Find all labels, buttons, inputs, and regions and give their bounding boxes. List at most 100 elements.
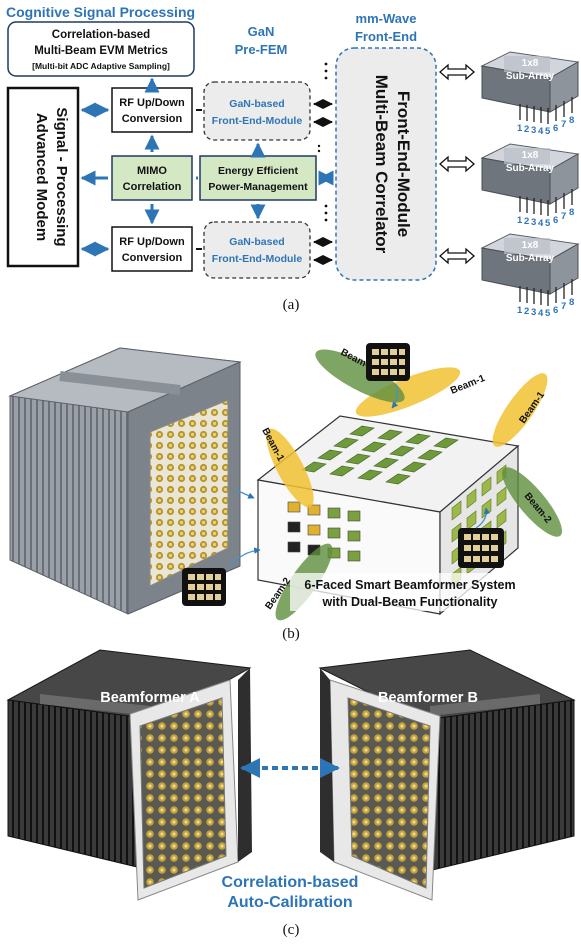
- sub-array-2-num-5: 5: [545, 218, 551, 229]
- sub-array-3-num-7: 7: [561, 301, 566, 312]
- panel-b: Beam-1 Beam-1 Beam-1 Beam-2 Beam-2 Beam-…: [8, 343, 562, 642]
- chip-module-icon-left: [182, 568, 226, 606]
- evm-metrics-box: [7, 21, 195, 77]
- front-face-chips: [287, 501, 361, 562]
- heatsink-block: [8, 347, 242, 615]
- caption-line1: 6-Faced Smart Beamformer System: [304, 578, 515, 592]
- hollow-arrow-2: [439, 155, 475, 173]
- sub-array-2-size: 1x8: [522, 150, 539, 161]
- mimo-correlation-box: [111, 155, 193, 201]
- sub-array-2-num-8: 8: [569, 207, 574, 218]
- panel-c: Beamformer A Beamformer B Correlation-ba…: [6, 649, 576, 938]
- sub-array-1-num-1: 1: [517, 123, 523, 134]
- gan-fem-bottom-line2: Front-End-Module: [212, 253, 303, 265]
- evm-metrics-line1: Correlation-based: [52, 29, 150, 41]
- sub-array-3-num-6: 6: [553, 305, 558, 316]
- sub-array-2-num-7: 7: [561, 211, 566, 222]
- cognitive-processing-title: Cognitive Signal Processing: [6, 4, 195, 20]
- caption-line2: with Dual-Beam Functionality: [321, 595, 497, 609]
- mimo-correlation-line2: Correlation: [123, 181, 182, 193]
- sub-array-2-num-1: 1: [517, 215, 523, 226]
- ellipsis-dots: [317, 62, 328, 222]
- top-face-chips: [301, 425, 459, 485]
- sub-array-3-num-5: 5: [545, 308, 551, 319]
- chip-module-icons: [182, 343, 504, 606]
- hollow-arrows: [439, 63, 475, 265]
- advanced-modem-line2: Signal - Processing: [53, 107, 70, 246]
- advanced-modem-box: [6, 86, 80, 268]
- mimo-correlation-line1: MIMO: [137, 165, 167, 177]
- heatsink-antenna-array: [149, 399, 229, 587]
- rf-conversion-bottom-box: [111, 226, 193, 272]
- correlator-line2: Front-End-Module: [394, 91, 413, 237]
- sub-array-1: 1x8 Sub-Array 1 2 3 4 5 6 7 8: [480, 51, 580, 137]
- sub-array-1-num-5: 5: [545, 126, 551, 137]
- correlator-line1: Multi-Beam Correlator: [372, 75, 391, 254]
- power-management-line1: Energy Efficient: [218, 165, 298, 177]
- beamformer-a-label: Beamformer A: [100, 690, 200, 706]
- sub-array-3-num-1: 1: [517, 305, 523, 316]
- advanced-modem-line1: Advanced Modem: [33, 113, 50, 241]
- sub-array-2-num-3: 3: [531, 217, 536, 228]
- sub-array-3-num-4: 4: [538, 308, 544, 319]
- evm-metrics-line2: Multi-Beam EVM Metrics: [34, 45, 168, 57]
- rf-conversion-bottom-line2: Conversion: [122, 252, 183, 264]
- power-management-line2: Power-Management: [208, 181, 308, 193]
- sub-array-2: 1x8 Sub-Array 1 2 3 4 5 6 7 8: [480, 143, 580, 229]
- beam-1-top-lobe: [355, 367, 461, 417]
- beamformer-a: Beamformer A: [6, 649, 252, 901]
- chip-module-icon-top: [366, 343, 410, 381]
- evm-metrics-line3: [Multi-bit ADC Adaptive Sampling]: [32, 61, 170, 71]
- gan-fem-top-box: [203, 81, 311, 141]
- sub-array-3-size: 1x8: [522, 240, 539, 251]
- signal-flow-arrows: [80, 77, 334, 257]
- rf-conversion-bottom-line1: RF Up/Down: [119, 236, 185, 248]
- power-management-box: [199, 155, 317, 201]
- rf-conversion-top-line1: RF Up/Down: [119, 97, 185, 109]
- sub-array-1-num-4: 4: [538, 126, 544, 137]
- mmwave-title-line2: Front-End: [355, 29, 417, 44]
- sub-array-1-label: Sub-Array: [506, 71, 555, 82]
- rf-paths: [196, 99, 333, 265]
- beam-1-left-lobe: [266, 428, 314, 508]
- sub-array-2-label: Sub-Array: [506, 163, 555, 174]
- sub-array-2-num-2: 2: [524, 216, 529, 227]
- beam-1-right-lobe: [492, 373, 548, 447]
- sub-array-1-size: 1x8: [522, 58, 539, 69]
- sub-array-1-num-8: 8: [569, 115, 574, 126]
- gan-title-line1: GaN: [248, 24, 275, 39]
- sub-array-1-num-6: 6: [553, 123, 558, 134]
- gan-fem-top-line1: GaN-based: [229, 98, 284, 110]
- calibration-line2: Auto-Calibration: [227, 894, 352, 911]
- hollow-arrow-1: [439, 63, 475, 81]
- sub-array-1-num-2: 2: [524, 124, 529, 135]
- sub-array-3-num-8: 8: [569, 297, 574, 308]
- sub-array-3-num-3: 3: [531, 307, 536, 318]
- sub-array-3-num-2: 2: [524, 306, 529, 317]
- sub-array-1-num-7: 7: [561, 119, 566, 130]
- gan-fem-bottom-box: [203, 221, 311, 279]
- beamformer-b: Beamformer B: [318, 649, 576, 901]
- rf-conversion-top-line2: Conversion: [122, 113, 183, 125]
- beam-2-right-lobe: [502, 467, 562, 537]
- multi-beam-correlator-box: [335, 47, 437, 281]
- mmwave-title-line1: mm-Wave: [356, 11, 417, 26]
- beam-2-top-lobe: [315, 349, 405, 403]
- beamformer-b-label: Beamformer B: [378, 690, 478, 706]
- sub-array-3-label: Sub-Array: [506, 253, 555, 264]
- panel-c-label: (c): [283, 922, 300, 938]
- hollow-arrow-3: [439, 247, 475, 265]
- panel-a: Cognitive Signal Processing Correlation-…: [6, 4, 580, 319]
- panel-b-label: (b): [282, 626, 300, 642]
- sub-array-2-num-4: 4: [538, 218, 544, 229]
- pointer-arrows: [229, 383, 491, 569]
- beamformer-b-antenna-array: [347, 697, 431, 889]
- dual-beam-caption: 6-Faced Smart Beamformer System with Dua…: [290, 573, 540, 611]
- rf-conversion-top-box: [111, 87, 193, 133]
- sub-array-1-num-3: 3: [531, 125, 536, 136]
- beamformer-a-antenna-array: [139, 697, 227, 889]
- calibration-line1: Correlation-based: [222, 874, 359, 891]
- chip-module-icon-right: [458, 528, 504, 568]
- gan-fem-top-line2: Front-End-Module: [212, 115, 303, 127]
